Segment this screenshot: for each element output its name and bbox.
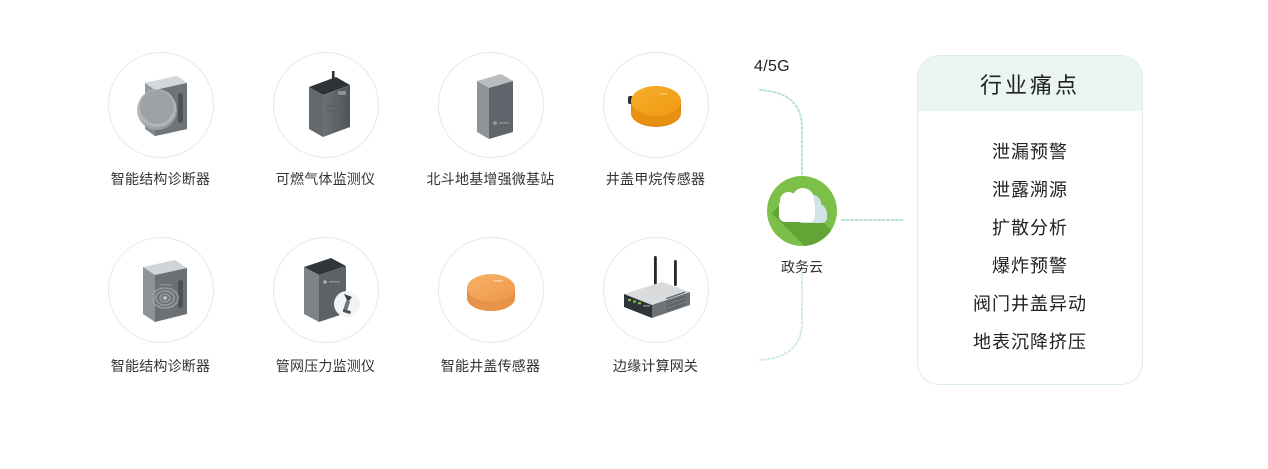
device-label: 井盖甲烷传感器 xyxy=(605,171,706,187)
device-icon-frame xyxy=(272,52,379,158)
device-icon-frame xyxy=(602,237,709,343)
pipe-pressure-monitor-icon xyxy=(303,258,360,322)
beidou-micro-base-station-icon xyxy=(476,74,513,139)
connector-bottom xyxy=(759,267,803,361)
pain-point-item: 爆炸预警 xyxy=(992,256,1068,276)
cloud-icon xyxy=(767,176,837,246)
device-icon-frame xyxy=(107,237,214,343)
pain-points-list: 泄漏预警 泄露溯源 扩散分析 爆炸预警 阀门井盖异动 地表沉降挤压 xyxy=(918,111,1142,361)
device-icon-frame xyxy=(437,237,544,343)
device-card-combustible-gas-monitor[interactable]: 可燃气体监测仪 xyxy=(243,52,408,188)
device-card-manhole-methane-sensor[interactable]: 井盖甲烷传感器 xyxy=(573,52,738,188)
device-label: 可燃气体监测仪 xyxy=(275,171,376,187)
combustible-gas-monitor-icon xyxy=(308,71,350,137)
pain-point-item: 泄漏预警 xyxy=(992,142,1068,162)
device-label: 智能结构诊断器 xyxy=(110,171,211,187)
device-icon-frame xyxy=(602,52,709,158)
structure-diagnoser-wireless-icon xyxy=(142,260,187,322)
cloud-label: 政务云 xyxy=(781,259,823,275)
device-card-edge-gateway[interactable]: 边缘计算网关 xyxy=(573,237,738,375)
pain-point-item: 扩散分析 xyxy=(992,218,1068,238)
connector-top xyxy=(759,89,803,175)
device-label: 边缘计算网关 xyxy=(612,358,699,374)
pain-point-item: 地表沉降挤压 xyxy=(973,332,1087,352)
device-label: 智能结构诊断器 xyxy=(110,358,211,374)
device-icon-frame xyxy=(437,52,544,158)
device-card-beidou-micro-base-station[interactable]: 北斗地基增强微基站 xyxy=(408,52,573,188)
device-card-pipe-pressure-monitor[interactable]: 管网压力监测仪 xyxy=(243,237,408,375)
cloud-front-puff xyxy=(779,188,815,222)
connector-lines xyxy=(759,89,905,361)
device-icon-frame xyxy=(272,237,379,343)
pain-point-item: 阀门井盖异动 xyxy=(973,294,1087,314)
smart-manhole-sensor-icon xyxy=(466,274,515,311)
device-card-structure-diagnoser-wireless[interactable]: 智能结构诊断器 xyxy=(78,237,243,375)
device-icon-frame xyxy=(107,52,214,158)
pain-points-title: 行业痛点 xyxy=(979,72,1080,98)
device-card-smart-manhole-sensor[interactable]: 智能井盖传感器 xyxy=(408,237,573,375)
manhole-methane-sensor-icon xyxy=(627,86,681,127)
pain-point-item: 泄露溯源 xyxy=(992,180,1068,200)
network-column: 4/5G 政务云 xyxy=(742,52,905,392)
industry-pain-points-panel: 行业痛点 泄漏预警 泄露溯源 扩散分析 爆炸预警 阀门井盖异动 地表沉降挤压 xyxy=(917,55,1143,385)
edge-gateway-icon xyxy=(623,256,690,318)
device-card-structure-diagnoser[interactable]: 智能结构诊断器 xyxy=(78,52,243,188)
cloud-node[interactable]: 政务云 xyxy=(767,176,837,277)
device-label: 北斗地基增强微基站 xyxy=(426,171,555,187)
device-grid: 智能结构诊断器 可燃气体监测仪 xyxy=(78,52,738,392)
network-link-label: 4/5G xyxy=(754,58,790,75)
device-label: 智能井盖传感器 xyxy=(440,358,541,374)
device-label: 管网压力监测仪 xyxy=(275,358,376,374)
pain-points-header: 行业痛点 xyxy=(918,56,1142,111)
structure-diagnoser-icon xyxy=(136,76,187,136)
